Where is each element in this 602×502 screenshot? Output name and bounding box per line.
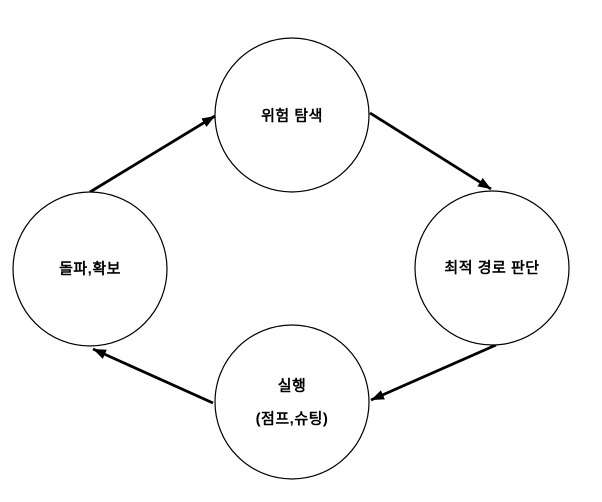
node-label-risk-search: 위험 탐색 bbox=[261, 107, 323, 125]
node-circle-optimal-path bbox=[414, 190, 570, 346]
node-label-execute-line2: (점프,슈팅) bbox=[256, 410, 329, 428]
arrow-top-to-right bbox=[369, 111, 492, 191]
node-circle-risk-search bbox=[214, 37, 370, 193]
arrow-bottom-to-left bbox=[92, 347, 214, 405]
node-circle-breakthrough bbox=[12, 191, 168, 347]
arrow-left-to-top bbox=[89, 114, 216, 194]
node-label-optimal-path: 최적 경로 판단 bbox=[444, 259, 539, 277]
node-label-execute-line1: 실행 bbox=[278, 378, 307, 395]
node-circle-execute bbox=[214, 324, 370, 480]
node-label-breakthrough: 돌파,확보 bbox=[59, 260, 121, 278]
arrow-right-to-bottom bbox=[370, 343, 497, 402]
